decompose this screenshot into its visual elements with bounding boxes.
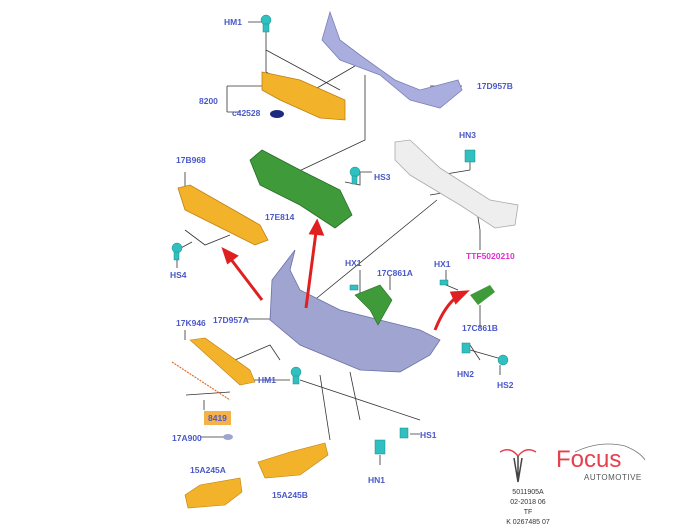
label-hn3: HN3 — [459, 130, 477, 140]
assembly-arrows — [221, 218, 470, 331]
bracket-17C861B — [470, 285, 495, 305]
label-hx1-right: HX1 — [434, 259, 451, 269]
doc-ref: K 0267485 07 — [506, 519, 550, 525]
label-17c861b: 17C861B — [462, 323, 498, 333]
label-c42528: c42528 — [232, 108, 261, 118]
absorber-17B968 — [177, 184, 269, 246]
label-ttf5020210: TTF5020210 — [466, 251, 515, 261]
fog-covers-15A245 — [184, 442, 329, 509]
label-17d957a: 17D957A — [213, 315, 249, 325]
label-17b968: 17B968 — [176, 155, 206, 165]
brand-name: Focus — [556, 446, 622, 473]
label-17a900: 17A900 — [172, 433, 202, 443]
brand-logo-mark — [499, 443, 646, 483]
label-17e814: 17E814 — [265, 212, 295, 222]
label-hn1: HN1 — [368, 475, 386, 485]
label-hs2: HS2 — [497, 380, 514, 390]
label-8200: 8200 — [199, 96, 218, 106]
label-hm1: HM1 — [224, 17, 242, 27]
bracket-17C861A — [354, 284, 393, 326]
cap-17A900 — [223, 434, 233, 440]
front-bumper-17D957A — [269, 249, 441, 373]
label-hx1-left: HX1 — [345, 258, 362, 268]
label-hm1-lower: HM1 — [258, 375, 276, 385]
label-hs4: HS4 — [170, 270, 187, 280]
label-hn2: HN2 — [457, 369, 475, 379]
label-hs1: HS1 — [420, 430, 437, 440]
label-17c861a: 17C861A — [377, 268, 413, 278]
label-17d957b: 17D957B — [477, 81, 513, 91]
bracket-17E814 — [249, 149, 353, 229]
brand-tagline: AUTOMOTIVE — [584, 473, 642, 482]
label-8419: 8419 — [204, 411, 231, 425]
clips — [171, 14, 509, 455]
upper-bumper-17D957B — [321, 10, 463, 109]
doc-number: 5011905A — [512, 489, 544, 496]
lower-grille-17K946 — [171, 337, 256, 401]
label-17k946: 17K946 — [176, 318, 206, 328]
grille-bracket-8200 — [261, 71, 346, 121]
doc-code: TF — [523, 509, 533, 516]
reinforcement-TTF5020210 — [394, 139, 519, 229]
label-hs3: HS3 — [374, 172, 391, 182]
label-15a245a: 15A245A — [190, 465, 226, 475]
label-15a245b: 15A245B — [272, 490, 308, 500]
doc-date: 02-2018 06 — [510, 499, 546, 506]
